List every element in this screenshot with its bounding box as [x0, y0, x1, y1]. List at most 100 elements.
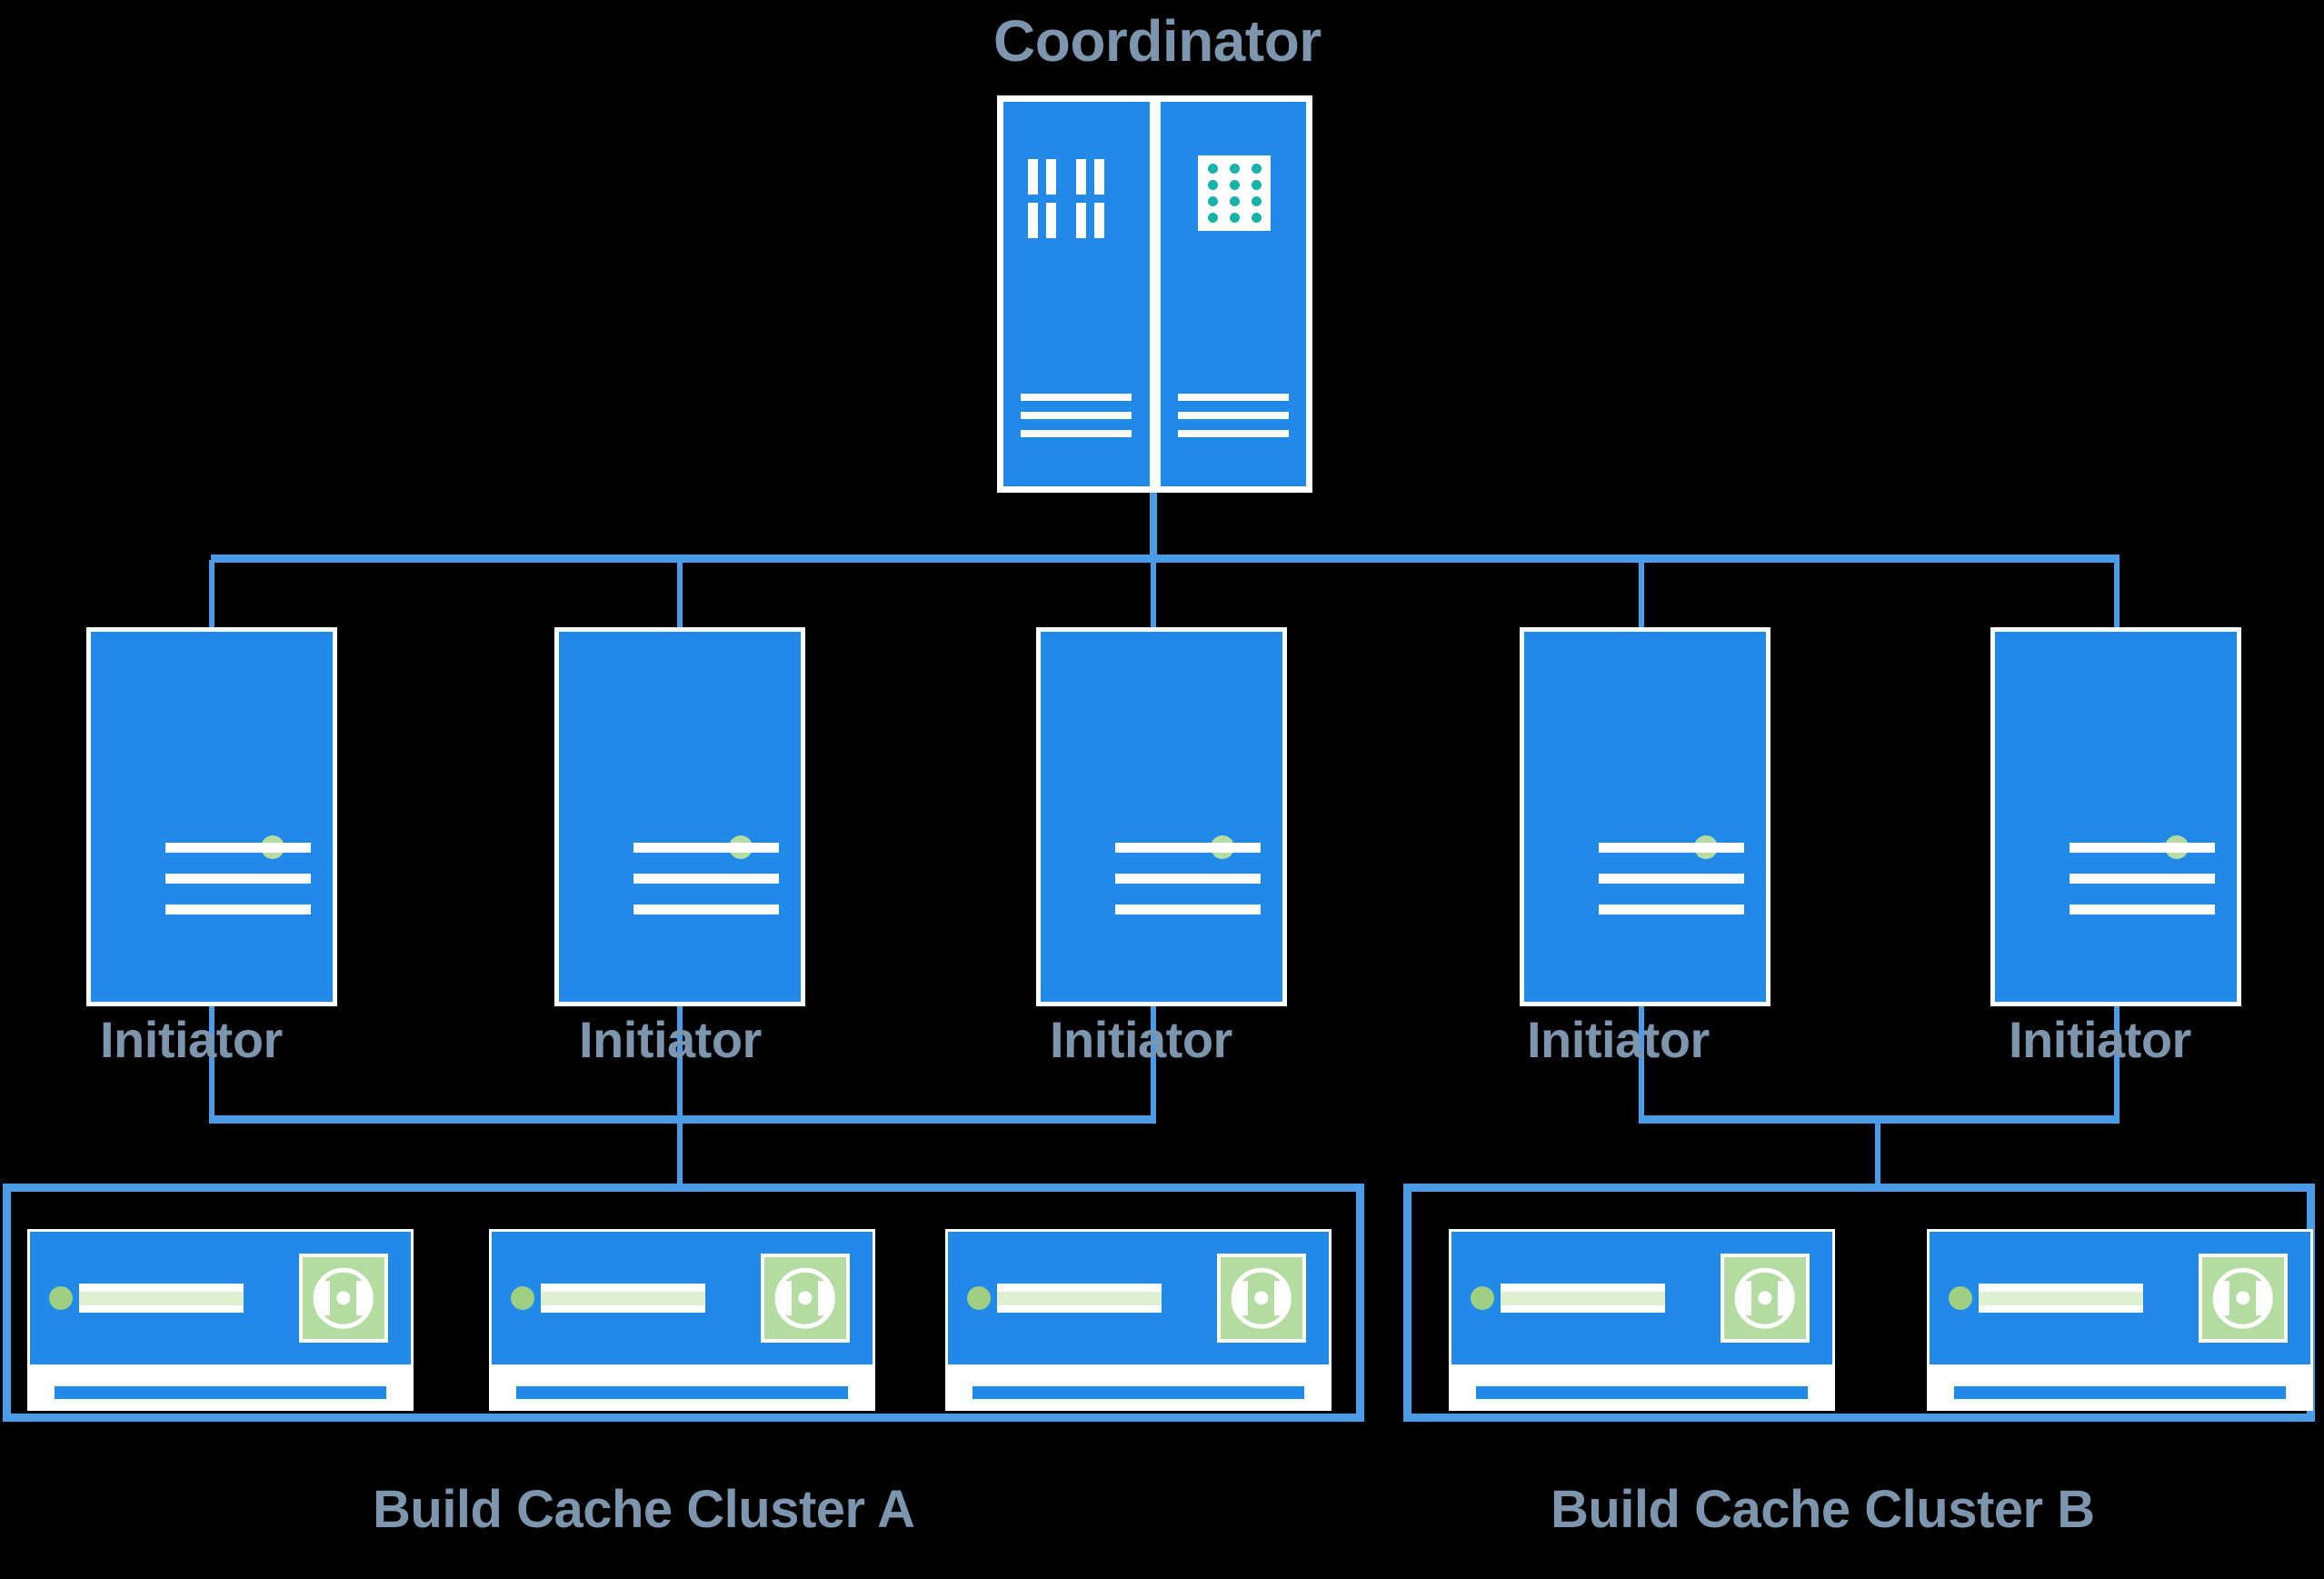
coordinator-node[interactable] [997, 95, 1312, 493]
server-slot-icon [1028, 159, 1039, 195]
disk-arc-left-icon [2217, 1281, 2230, 1315]
cache-capacity-fill [1501, 1291, 1665, 1305]
disk-arc-left-icon [1235, 1281, 1249, 1315]
vent-line [1177, 429, 1289, 437]
cache-node-a1[interactable] [27, 1229, 414, 1411]
wire-cluster-a-drop [677, 1120, 683, 1185]
vent-line [165, 904, 312, 914]
vent-line [1599, 904, 1745, 914]
wire-cluster-b-bus [1639, 1115, 2120, 1124]
coordinator-grid-panel [1157, 99, 1309, 489]
initiator-label-2: Initiator [579, 1011, 762, 1068]
vent-line [1599, 842, 1745, 853]
cache-base-stripe [1475, 1386, 1809, 1399]
wire-leg-initiator-3 [1151, 1006, 1156, 1120]
disk-arc-right-icon [356, 1281, 369, 1315]
initiator-label-5: Initiator [2009, 1011, 2191, 1068]
disk-arc-right-icon [2256, 1281, 2269, 1315]
status-dot [1229, 164, 1240, 175]
disk-arc-right-icon [1778, 1281, 1790, 1315]
initiator-vent-lines [633, 842, 780, 935]
cache-node-body [489, 1229, 875, 1367]
wire-drop-initiator-4 [1639, 560, 1644, 631]
cache-node-b1[interactable] [1449, 1229, 1835, 1411]
disk-core-icon [1758, 1291, 1772, 1305]
cache-capacity-bar [1501, 1284, 1665, 1313]
wire-coordinator-drop [1150, 493, 1157, 561]
cache-disk-icon [2198, 1254, 2288, 1343]
status-dot [1208, 164, 1219, 175]
disk-arc-left-icon [1739, 1281, 1752, 1315]
initiator-label-1: Initiator [100, 1011, 283, 1068]
cache-node-b2[interactable] [1927, 1229, 2313, 1411]
status-dot [1229, 180, 1240, 191]
disk-ring-icon [313, 1267, 374, 1329]
initiator-label-3: Initiator [1050, 1011, 1232, 1068]
cache-node-a3[interactable] [945, 1229, 1332, 1411]
wire-drop-initiator-1 [209, 560, 214, 631]
initiator-node-4[interactable] [1520, 627, 1770, 1006]
disk-core-icon [2236, 1291, 2250, 1305]
vent-line [633, 842, 780, 853]
status-dot [1251, 164, 1262, 175]
cache-base-stripe [1953, 1386, 2287, 1399]
coordinator-vent-lines [1021, 393, 1132, 448]
cache-node-body [27, 1229, 414, 1367]
status-indicator-icon [1470, 1286, 1494, 1310]
status-dot [1251, 180, 1262, 191]
disk-arc-left-icon [779, 1281, 793, 1315]
wire-cluster-b-drop [1875, 1120, 1880, 1185]
coordinator-label: Coordinator [993, 8, 1322, 74]
status-indicator-icon [1948, 1286, 1972, 1310]
wire-leg-initiator-1 [209, 1006, 214, 1120]
status-dot [1208, 213, 1219, 224]
vent-line [1599, 873, 1745, 884]
cache-node-base [489, 1367, 875, 1411]
cache-disk-icon [760, 1254, 850, 1343]
vent-line [1115, 842, 1262, 853]
cache-node-body [1449, 1229, 1835, 1367]
cache-node-base [945, 1367, 1332, 1411]
initiator-node-1[interactable] [86, 627, 337, 1006]
vent-line [1177, 411, 1289, 419]
disk-core-icon [798, 1291, 813, 1305]
wire-drop-initiator-5 [2114, 560, 2120, 631]
server-slot-icon [1094, 159, 1105, 195]
initiator-vent-lines [2070, 842, 2216, 935]
cache-node-base [1927, 1367, 2313, 1411]
coordinator-vent-lines [1177, 393, 1289, 448]
wire-leg-initiator-2 [677, 1006, 683, 1120]
wire-cluster-a-bus [209, 1115, 1156, 1124]
disk-arc-right-icon [818, 1281, 831, 1315]
wire-drop-initiator-2 [677, 560, 683, 631]
vent-line [633, 904, 780, 914]
cache-node-body [945, 1229, 1332, 1367]
vent-line [1021, 429, 1132, 437]
disk-ring-icon [1734, 1267, 1796, 1329]
cache-node-a2[interactable] [489, 1229, 875, 1411]
vent-line [1021, 411, 1132, 419]
cache-disk-icon [298, 1254, 388, 1343]
disk-ring-icon [2212, 1267, 2274, 1329]
initiator-node-3[interactable] [1036, 627, 1287, 1006]
vent-line [2070, 842, 2216, 853]
cache-capacity-fill [541, 1291, 705, 1305]
server-slot-icon [1046, 203, 1057, 239]
cache-node-body [1927, 1229, 2313, 1367]
wire-leg-initiator-4 [1639, 1006, 1644, 1120]
initiator-node-2[interactable] [554, 627, 805, 1006]
cache-capacity-bar [997, 1284, 1162, 1313]
status-indicator-icon [510, 1286, 534, 1310]
cache-node-base [27, 1367, 414, 1411]
cache-capacity-bar [541, 1284, 705, 1313]
initiator-node-5[interactable] [1990, 627, 2241, 1006]
vent-line [1021, 393, 1132, 401]
vent-line [165, 842, 312, 853]
cache-disk-icon [1216, 1254, 1306, 1343]
vent-line [2070, 873, 2216, 884]
cache-capacity-fill [79, 1291, 244, 1305]
status-dot [1208, 196, 1219, 207]
vent-line [2070, 904, 2216, 914]
wire-leg-initiator-5 [2114, 1006, 2120, 1120]
